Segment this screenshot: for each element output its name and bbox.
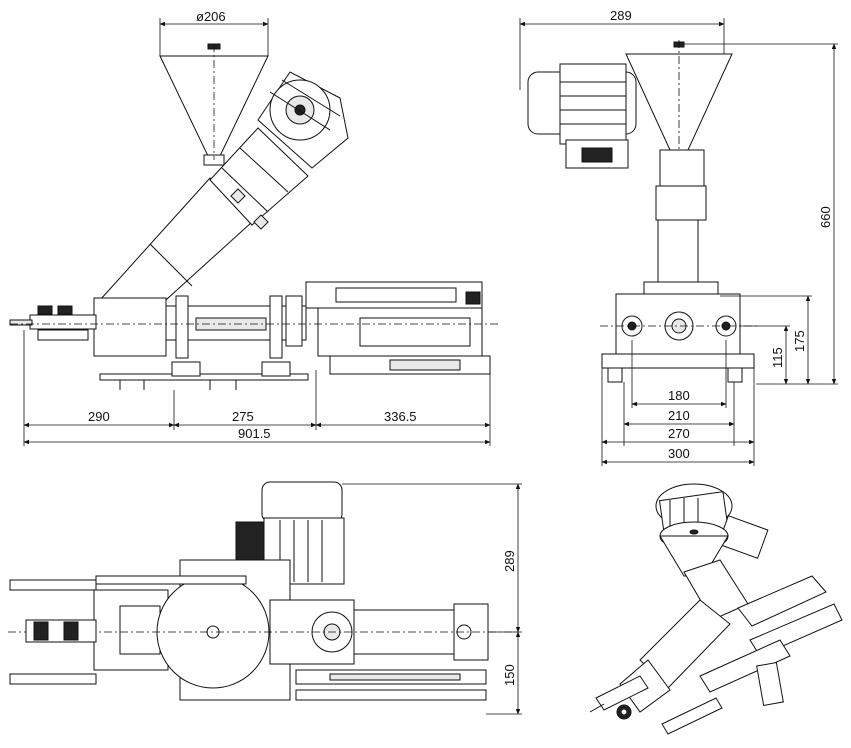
top-view: 289 150: [8, 481, 522, 715]
hopper-diameter-label: ø206: [196, 9, 226, 24]
iso-cylinders: [699, 575, 843, 707]
dim-270: 270: [668, 426, 690, 441]
dim-660: 660: [818, 206, 833, 228]
dim-275: 275: [232, 409, 254, 424]
dim-290: 290: [88, 409, 110, 424]
front-height-dimensions: 660 175 115: [684, 43, 838, 385]
side-hydraulic-cylinders: [10, 281, 500, 375]
side-gear-motor: [257, 71, 349, 169]
front-base-dimensions: 180 210 270 300: [601, 340, 755, 466]
dim-180: 180: [668, 388, 690, 403]
dim-115: 115: [770, 347, 785, 368]
dim-289-front: 289: [610, 8, 632, 23]
side-base-frame: [99, 361, 309, 390]
front-view: 289 660 175 115 180 210 2: [519, 8, 838, 466]
isometric-view: [589, 483, 843, 735]
side-hopper-diameter-dimension: ø206: [159, 9, 269, 56]
front-width-top-dimension: 289: [519, 8, 725, 90]
top-view-dimensions: 289 150: [342, 483, 522, 715]
dim-336-5: 336.5: [384, 409, 417, 424]
iso-hopper: [659, 521, 729, 577]
side-view-hopper: [159, 43, 269, 166]
dim-210: 210: [668, 408, 690, 423]
side-length-dimensions: 290 275 336.5 901.5: [23, 330, 491, 446]
side-extruder-body: [9, 295, 307, 359]
dim-901-5: 901.5: [238, 426, 271, 441]
front-column: [643, 149, 719, 295]
dim-150-top: 150: [502, 664, 517, 686]
dim-289-top: 289: [502, 550, 517, 572]
dim-300: 300: [668, 446, 690, 461]
front-motor: [527, 63, 637, 169]
side-view: ø206: [9, 9, 500, 446]
iso-nozzles: [589, 675, 723, 735]
dim-175: 175: [792, 330, 807, 352]
front-base: [600, 293, 758, 383]
front-hopper: [625, 40, 733, 160]
top-side-rods: [9, 575, 487, 701]
